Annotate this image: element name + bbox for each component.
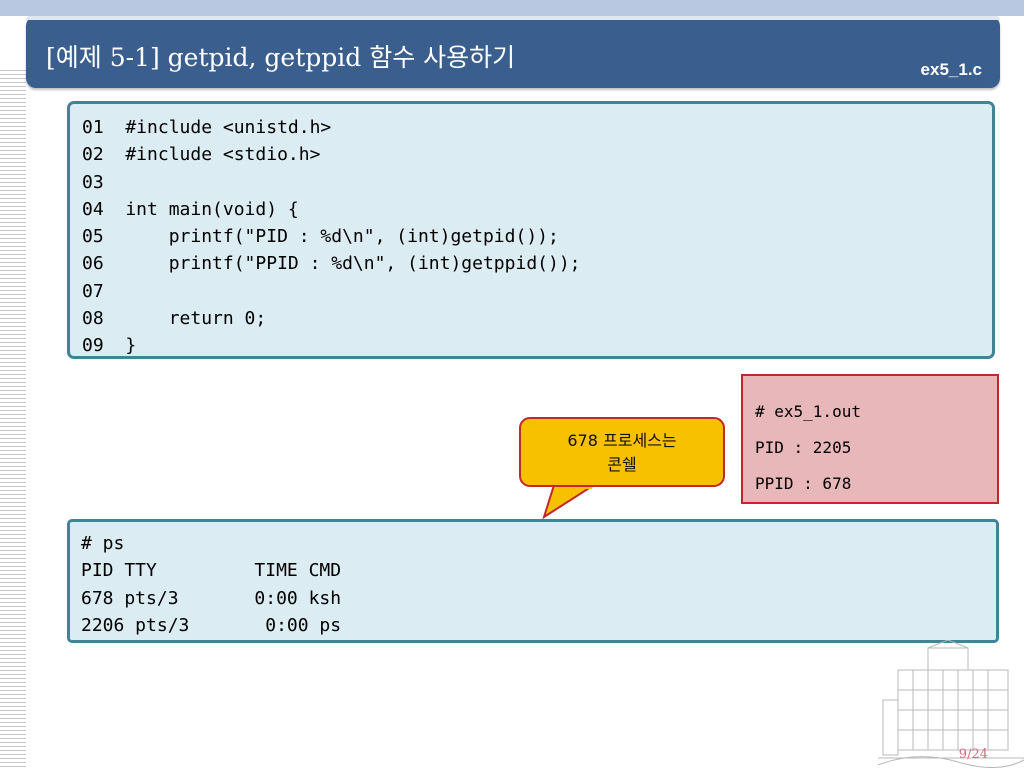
output-line: # ex5_1.out <box>755 402 861 421</box>
code-line: 02 #include <stdio.h> <box>82 144 321 166</box>
code-line: 04 int main(void) { <box>82 198 299 220</box>
code-line: 09 } <box>82 335 137 357</box>
ps-lines: # ps PID TTY TIME CMD 678 pts/3 0:00 ksh… <box>70 522 996 639</box>
code-line: 07 <box>82 280 104 302</box>
ps-line: 2206 pts/3 0:00 ps <box>81 614 342 636</box>
callout-line: 콘쉘 <box>607 455 637 474</box>
code-line: 06 printf("PPID : %d\n", (int)getppid())… <box>82 253 581 275</box>
slide-title: [예제 5-1] getpid, getppid 함수 사용하기 <box>46 43 516 72</box>
file-label: ex5_1.c <box>920 60 982 79</box>
top-band <box>0 0 1024 16</box>
code-listing: 01 #include <unistd.h> 02 #include <stdi… <box>67 101 995 359</box>
ps-line: PID TTY TIME CMD <box>81 560 342 582</box>
output-line: PPID : 678 <box>755 474 852 493</box>
page-number: 9/24 <box>958 747 988 762</box>
title-bar: [예제 5-1] getpid, getppid 함수 사용하기 ex5_1.c <box>26 16 1000 88</box>
ps-line: # ps <box>81 533 125 554</box>
left-stripe-decoration <box>0 70 26 768</box>
code-line: 01 #include <unistd.h> <box>82 117 332 138</box>
callout-bubble: 678 프로세스는 콘쉘 <box>519 417 725 487</box>
ps-output: # ps PID TTY TIME CMD 678 pts/3 0:00 ksh… <box>67 519 999 643</box>
code-lines: 01 #include <unistd.h> 02 #include <stdi… <box>70 104 992 360</box>
code-line: 08 return 0; <box>82 308 267 330</box>
code-line: 05 printf("PID : %d\n", (int)getpid()); <box>82 226 559 248</box>
output-line: PID : 2205 <box>755 438 852 457</box>
callout-line: 678 프로세스는 <box>567 431 677 450</box>
code-line: 03 <box>82 171 104 193</box>
ps-line: 678 pts/3 0:00 ksh <box>81 587 342 609</box>
building-sketch-decoration <box>878 640 1024 768</box>
callout-tail <box>542 484 598 520</box>
